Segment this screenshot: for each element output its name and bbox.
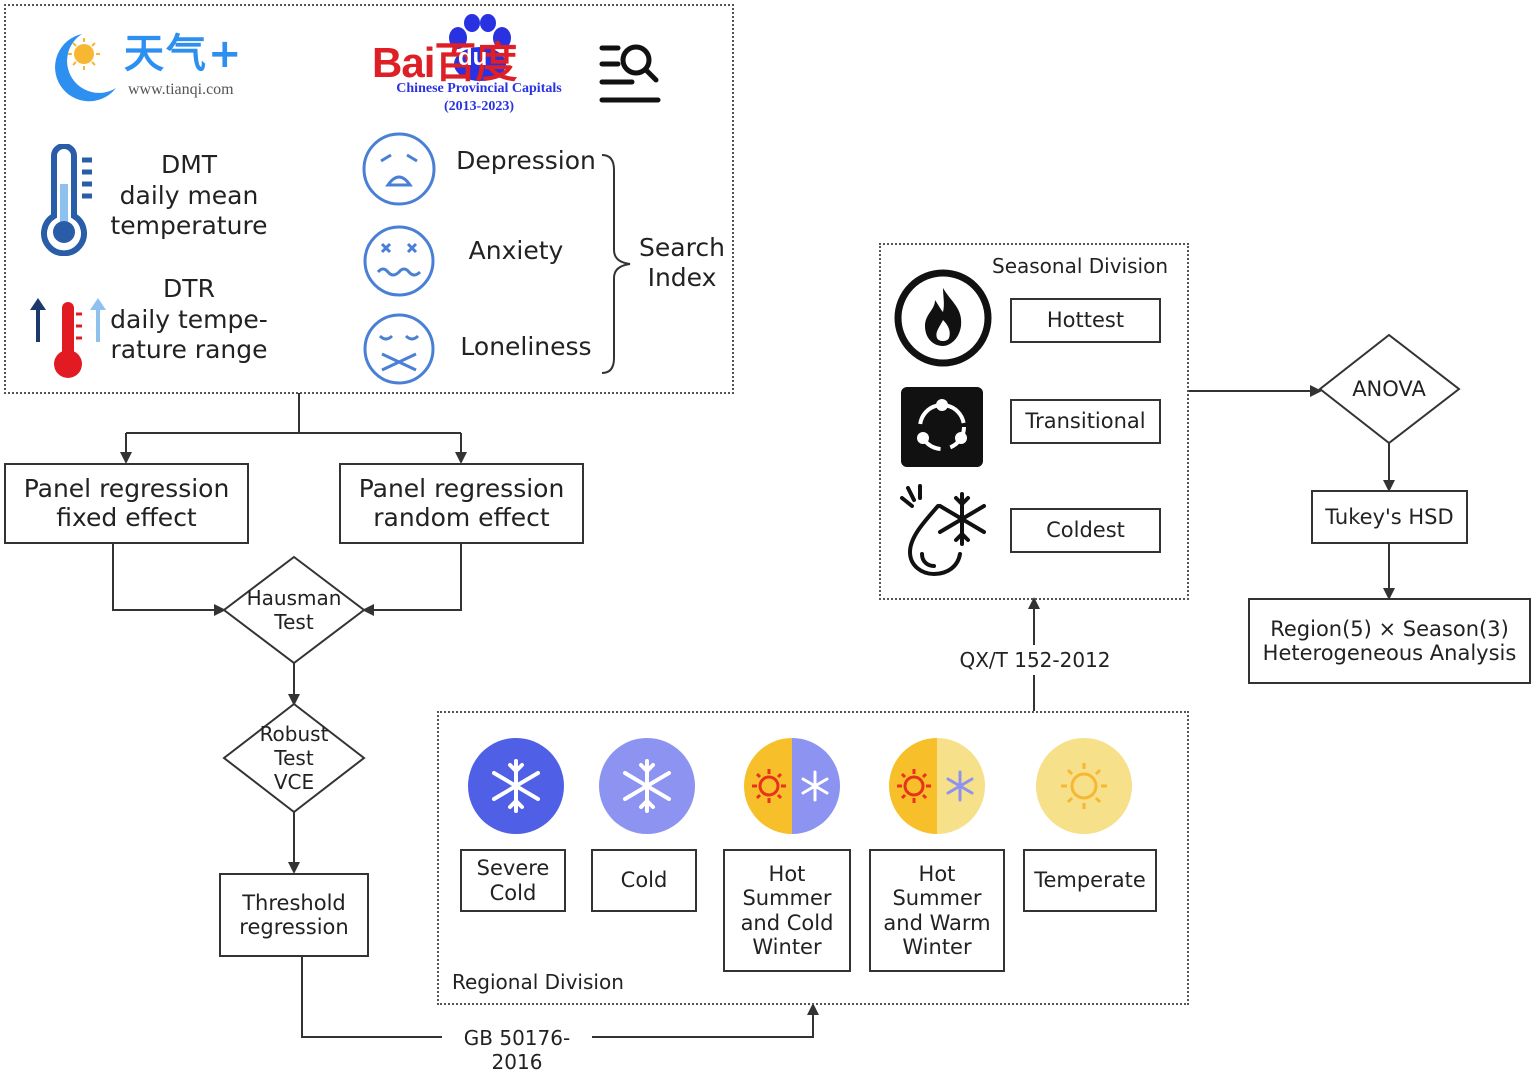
seasonal-standard-label: QX/T 152-2012	[955, 648, 1115, 672]
thermometer-icon	[41, 144, 92, 256]
hausman-test-label: Hausman Test	[246, 586, 342, 634]
robust-test-label: Robust Test VCE	[259, 722, 329, 794]
search-term-loneliness: Loneliness	[460, 332, 592, 361]
temperature-range-icon	[30, 298, 106, 378]
cold-snowflake-drop-icon	[900, 484, 986, 577]
panel-fixed-effect-box: Panel regression fixed effect	[4, 463, 249, 544]
temperate-sun-icon	[1036, 738, 1132, 834]
zone-hot-summer-warm-winter-box: Hot Summer and Warm Winter	[869, 849, 1005, 972]
robust-diamond	[222, 702, 366, 814]
search-term-anxiety: Anxiety	[468, 236, 564, 265]
transition-cycle-icon	[901, 387, 983, 467]
data-sources-panel	[4, 4, 734, 394]
search-brace	[601, 154, 631, 374]
search-term-depression: Depression	[456, 146, 596, 175]
anova-label: ANOVA	[1352, 377, 1426, 401]
dtr-abbr: DTR	[163, 274, 215, 303]
lonely-face-icon	[363, 313, 435, 385]
search-index-label: Search Index	[639, 233, 725, 292]
dmt-description: daily mean temperature	[110, 181, 268, 240]
sad-face-icon	[362, 132, 436, 206]
regional-standard-label: GB 50176-2016	[442, 1026, 592, 1074]
zone-cold-box: Cold	[591, 849, 697, 912]
dtr-description: daily tempe- rature range	[110, 305, 268, 364]
hot-summer-cold-winter-icon	[744, 738, 840, 834]
baidu-paw-icon	[449, 14, 511, 81]
search-list-icon	[599, 44, 661, 103]
season-hottest-box: Hottest	[1010, 298, 1161, 343]
tianqi-logo-url: www.tianqi.com	[128, 81, 234, 98]
seasonal-division-title: Seasonal Division	[992, 254, 1168, 278]
baidu-logo-du: du	[458, 44, 488, 71]
heterogeneous-analysis-box: Region(5) × Season(3) Heterogeneous Anal…	[1248, 598, 1531, 684]
severe-cold-snowflake-icon	[468, 738, 564, 834]
hot-summer-warm-winter-icon	[889, 738, 985, 834]
zone-severe-cold-box: Severe Cold	[460, 849, 566, 912]
baidu-logo-name: Bai百度	[372, 39, 517, 86]
anxious-face-icon	[363, 225, 435, 297]
dmt-abbr: DMT	[160, 150, 218, 179]
fire-icon	[894, 269, 992, 367]
season-transitional-box: Transitional	[1010, 399, 1161, 444]
hausman-diamond	[222, 555, 366, 665]
baidu-caption-line1: Chinese Provincial Capitals	[396, 81, 562, 96]
zone-hot-summer-cold-winter-box: Hot Summer and Cold Winter	[723, 849, 851, 972]
anova-diamond	[1318, 333, 1461, 445]
seasonal-division-panel	[879, 243, 1189, 600]
baidu-caption-line2: (2013-2023)	[444, 99, 514, 114]
tukey-hsd-box: Tukey's HSD	[1311, 490, 1468, 544]
season-coldest-box: Coldest	[1010, 508, 1161, 553]
zone-temperate-box: Temperate	[1023, 849, 1157, 912]
regional-division-title: Regional Division	[452, 970, 624, 994]
flow-connectors	[112, 154, 1461, 1038]
panel-random-effect-box: Panel regression random effect	[339, 463, 584, 544]
regional-division-panel	[437, 711, 1189, 1005]
threshold-regression-box: Threshold regression	[219, 873, 369, 957]
tianqi-moon-icon	[55, 34, 116, 102]
tianqi-logo-name: 天气+	[124, 31, 244, 77]
cold-snowflake-icon	[599, 738, 695, 834]
